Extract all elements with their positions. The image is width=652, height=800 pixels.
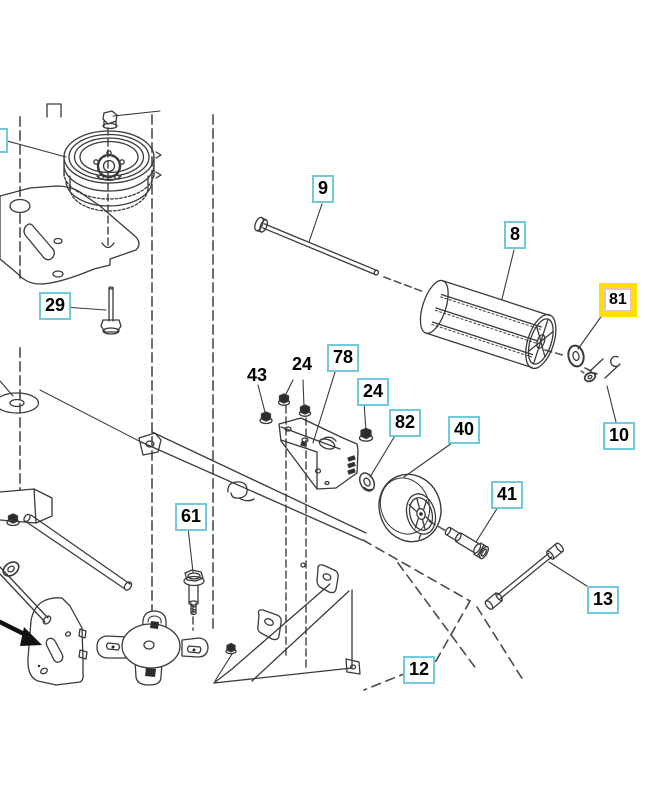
dashed-center-lines: [19, 114, 214, 643]
frame-12-drawing: [213, 562, 361, 684]
bolt-29-drawing: [100, 286, 122, 335]
dashed-hidden-frame-lines: [362, 539, 524, 691]
wheel-40-drawing: [378, 473, 442, 543]
channel-bracket-drawing: [0, 488, 53, 524]
support-bar-a-drawing: [23, 513, 133, 591]
callout-41[interactable]: 41: [491, 481, 524, 509]
callout-29[interactable]: 29: [39, 292, 72, 320]
nut-channel-drawing: [6, 513, 20, 527]
callout-43: 43: [247, 365, 268, 385]
callout-12[interactable]: 12: [403, 656, 436, 684]
rail-clip: [138, 432, 162, 456]
eyelet-drawing: [2, 561, 20, 577]
pointer-arrow: [0, 619, 42, 646]
cross-bracket-drawing: [96, 610, 209, 686]
callout-81-highlighted[interactable]: 81: [604, 288, 632, 313]
nut-24-third-drawing: [358, 427, 374, 442]
idler-pulley-drawing: [46, 103, 162, 212]
s-hook: [227, 481, 255, 502]
callout-9[interactable]: 9: [312, 175, 335, 203]
nut-frame-drawing: [225, 642, 237, 655]
top-bolt: [102, 110, 118, 125]
callout-24-first: 24: [292, 354, 313, 374]
nut-24-first-drawing: [277, 393, 291, 406]
axle-bolt-41-drawing: [444, 526, 489, 560]
spacer-disc-drawing: [0, 392, 40, 414]
callout-8[interactable]: 8: [504, 221, 527, 249]
callout-78[interactable]: 78: [327, 344, 360, 372]
leader-lines: [0, 110, 617, 682]
mount-plate-drawing: [0, 185, 140, 285]
washer-81-drawing: [567, 344, 585, 368]
callout-13[interactable]: 13: [587, 586, 620, 614]
shaft-9-drawing: [254, 216, 380, 276]
cotter-pin-10-drawing: [580, 355, 621, 383]
side-plate-drawing: [27, 597, 88, 686]
callout-10[interactable]: 10: [603, 422, 636, 450]
frame-ear-right: [316, 564, 339, 594]
nut-24-second-drawing: [298, 404, 312, 417]
nut-43-drawing: [259, 411, 273, 425]
roller-8-drawing: [419, 279, 557, 370]
axis-end-hook: [101, 242, 115, 249]
rod-13-drawing: [484, 542, 564, 610]
clip-mark: [46, 103, 62, 118]
frame-foot: [345, 658, 361, 675]
callout-edge-partial[interactable]: [0, 128, 8, 153]
frame-ear-left: [257, 609, 282, 641]
deck-rail-drawing: [39, 389, 367, 541]
bolt-61-drawing: [183, 569, 205, 616]
callout-82[interactable]: 82: [389, 409, 422, 437]
bracket-78-drawing: [278, 417, 359, 490]
washer-82-drawing: [358, 472, 376, 492]
callout-40[interactable]: 40: [448, 416, 481, 444]
dashed-axis-lines: [107, 127, 598, 669]
callout-24-second[interactable]: 24: [357, 378, 390, 406]
callout-61[interactable]: 61: [175, 503, 208, 531]
